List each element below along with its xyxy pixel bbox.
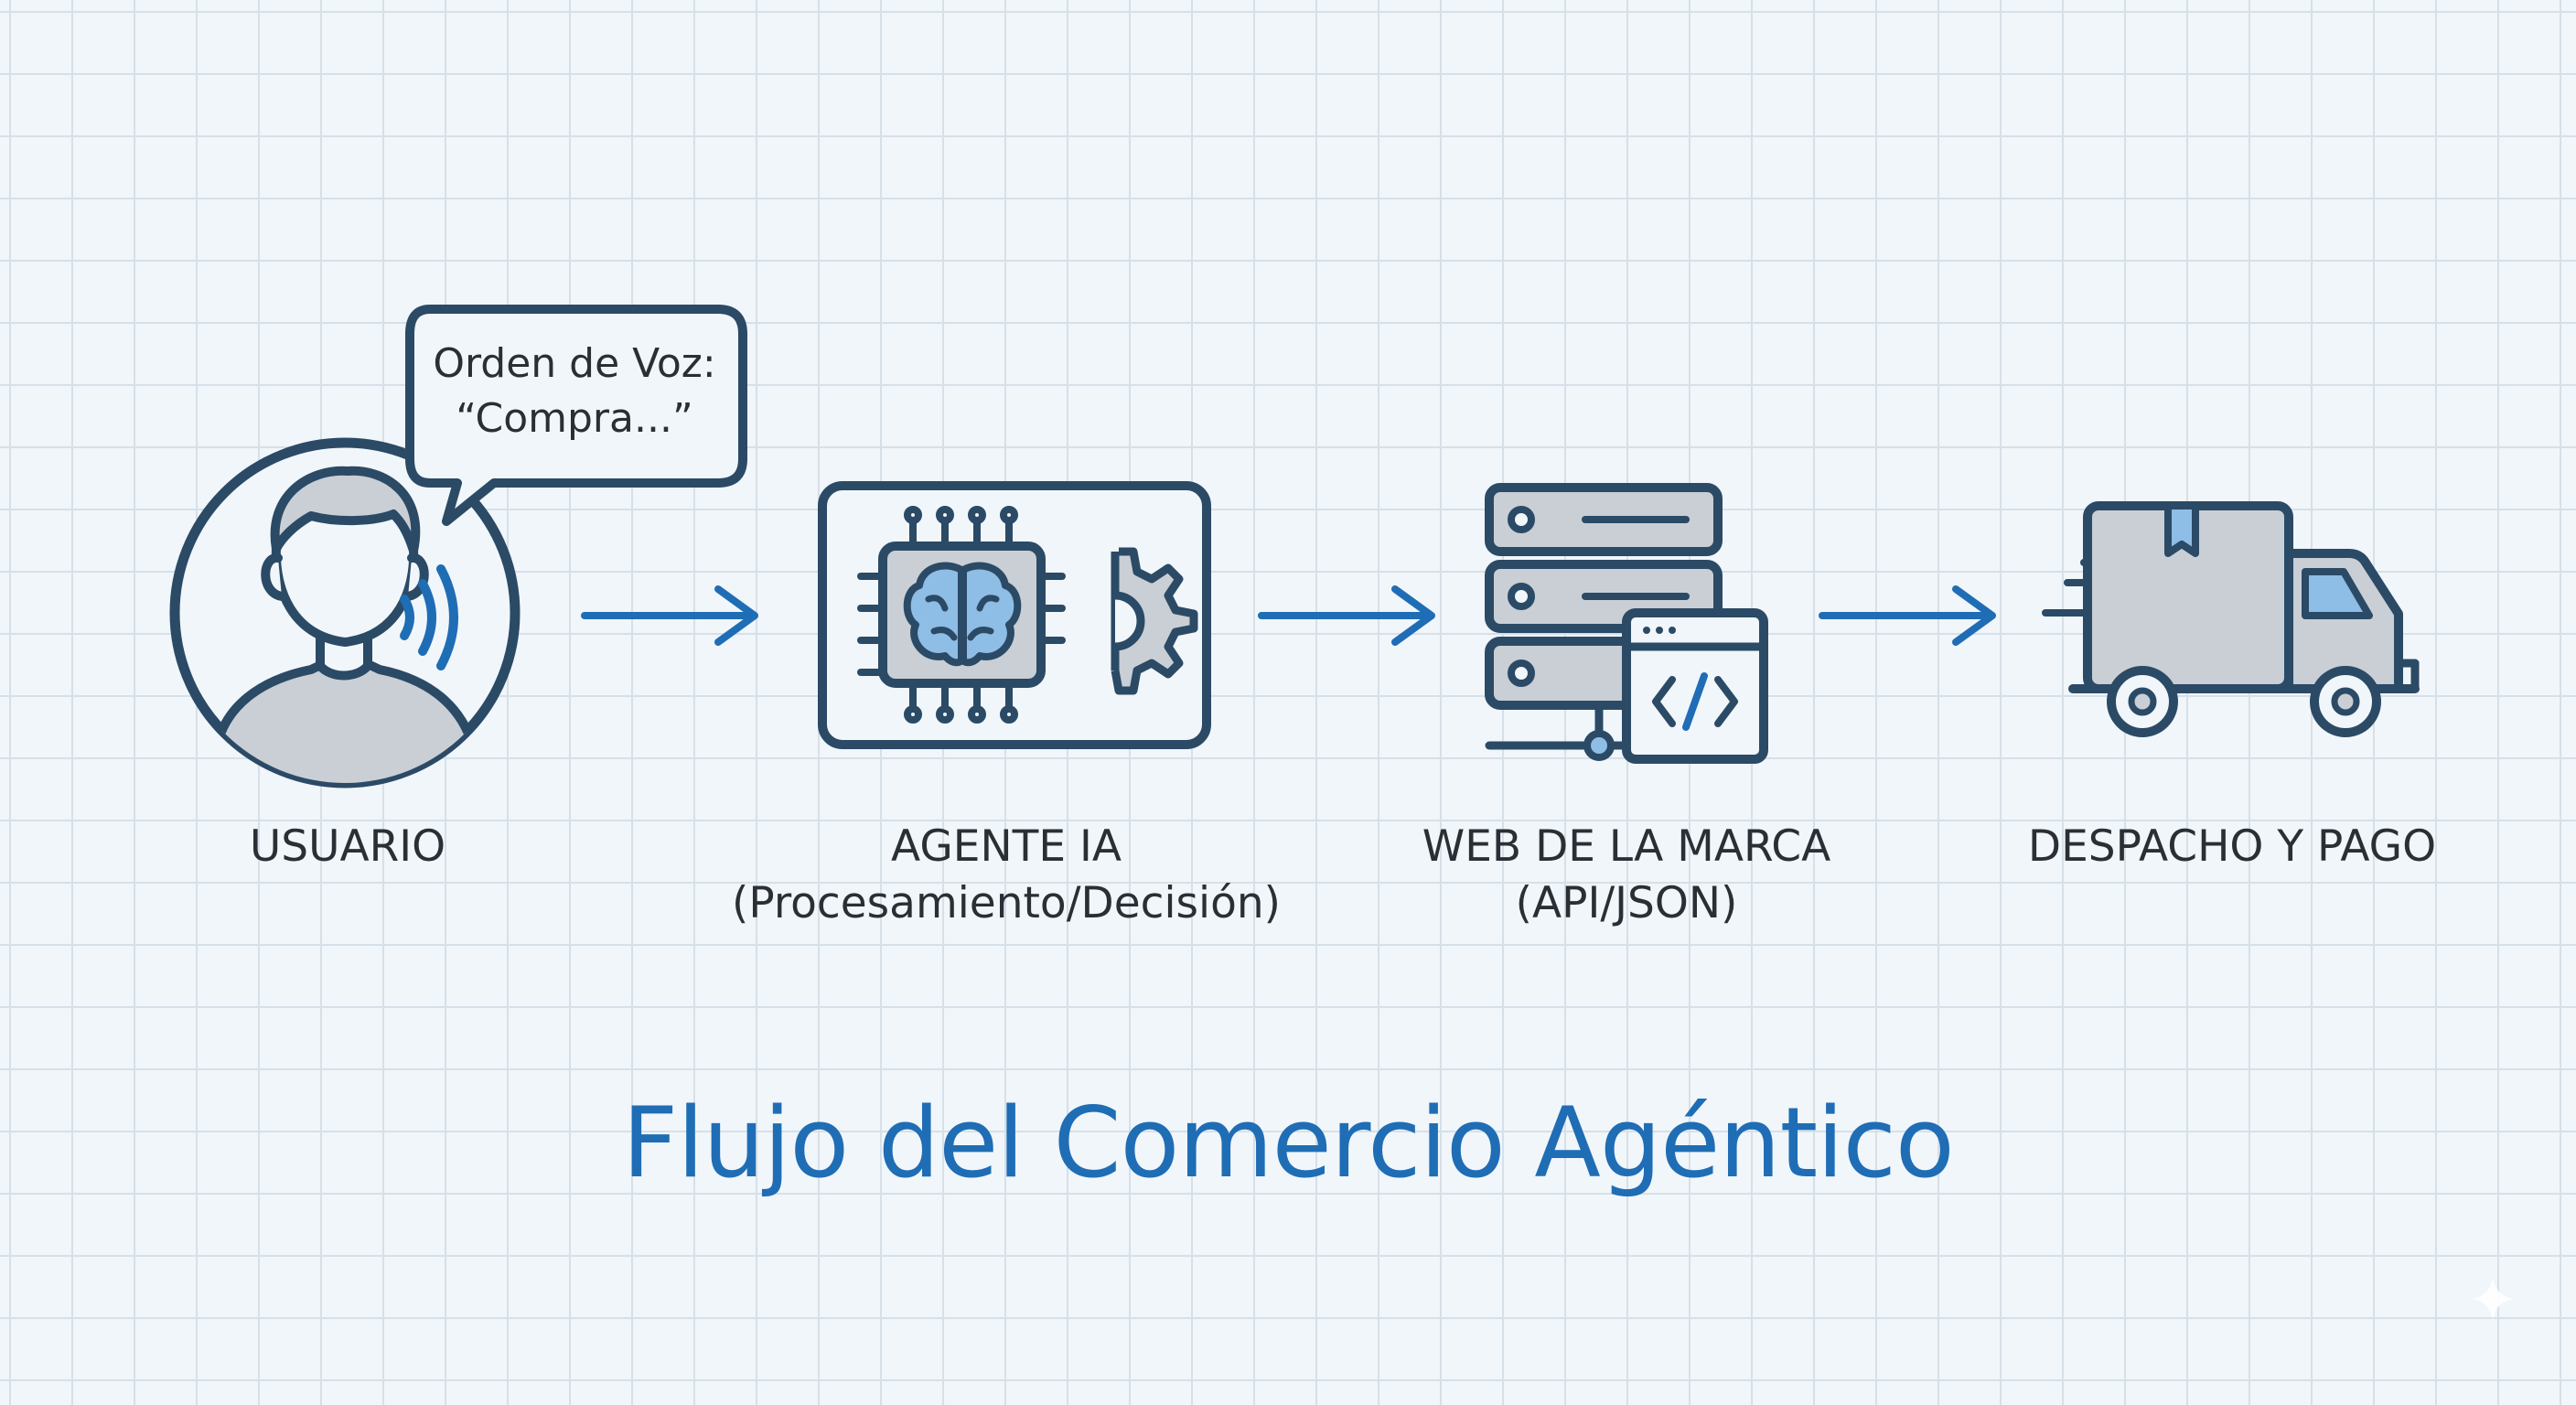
arrow-right-icon xyxy=(581,585,758,646)
step-label-web: WEB DE LA MARCA (API/JSON) xyxy=(1352,819,1901,932)
step-3-line1: WEB DE LA MARCA xyxy=(1422,821,1831,872)
speech-bubble xyxy=(405,305,747,526)
user-voice-icon xyxy=(169,437,521,788)
arrow-right-icon xyxy=(1819,585,1996,646)
step-2-line2: (Procesamiento/Decisión) xyxy=(732,878,1281,928)
step-1-line1: USUARIO xyxy=(249,821,446,872)
step-label-usuario: USUARIO xyxy=(165,819,531,875)
arrow-right-icon xyxy=(1258,585,1435,646)
server-code-icon xyxy=(1485,483,1768,764)
step-label-agente: AGENTE IA (Procesamiento/Decisión) xyxy=(695,819,1317,932)
gear-icon xyxy=(1111,547,1198,695)
speech-bubble-text: Orden de Voz: “Compra...” xyxy=(410,337,739,446)
speech-bubble-line2: “Compra...” xyxy=(456,395,693,442)
step-3-line2: (API/JSON) xyxy=(1515,878,1738,928)
brain-icon xyxy=(903,562,1022,667)
speech-bubble-line1: Orden de Voz: xyxy=(433,340,716,387)
delivery-truck-icon xyxy=(2042,501,2420,737)
sparkle-icon xyxy=(2472,1278,2514,1320)
step-4-line1: DESPACHO Y PAGO xyxy=(2027,821,2437,872)
step-2-line1: AGENTE IA xyxy=(891,821,1122,872)
ai-chip-gear-icon xyxy=(818,481,1211,749)
step-label-despacho: DESPACHO Y PAGO xyxy=(1958,819,2506,875)
diagram-title: Flujo del Comercio Agéntico xyxy=(622,1087,1954,1199)
